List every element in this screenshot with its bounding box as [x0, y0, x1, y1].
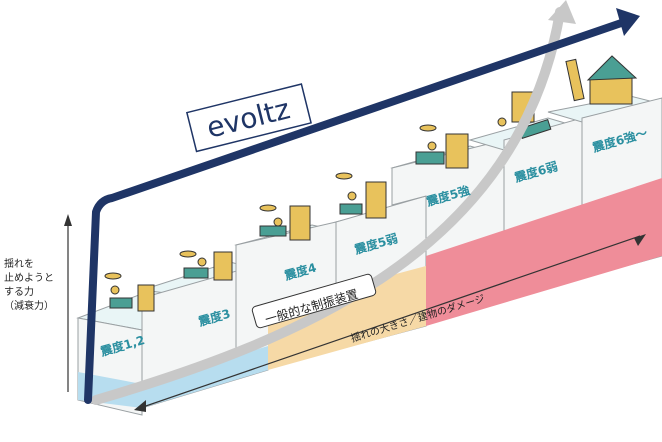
- orange-band: [268, 266, 426, 370]
- room-illustration-1: [104, 272, 155, 312]
- y-axis-caption-line-1: 揺れを: [4, 259, 34, 270]
- y-axis-caption-line-4: （減衰力）: [4, 301, 54, 312]
- x-axis: [134, 234, 646, 412]
- room-illustration-3: [259, 204, 311, 241]
- y-axis-caption-line-2: 止めようと: [4, 273, 54, 284]
- evoltz-logo: evoltz: [185, 83, 312, 153]
- evoltz-arrow: [84, 8, 640, 404]
- room-illustration-5: [415, 124, 469, 169]
- room-illustration-7: [565, 55, 638, 105]
- y-axis-caption: 揺れを 止めようと する力 （減衰力）: [4, 258, 66, 314]
- y-axis: [64, 214, 72, 392]
- y-axis-caption-line-3: する力: [4, 287, 34, 298]
- scene-illustrations: [104, 55, 638, 312]
- room-illustration-4: [335, 172, 387, 219]
- room-illustration-2: [179, 250, 233, 281]
- general-damper-arrow: [91, 0, 576, 405]
